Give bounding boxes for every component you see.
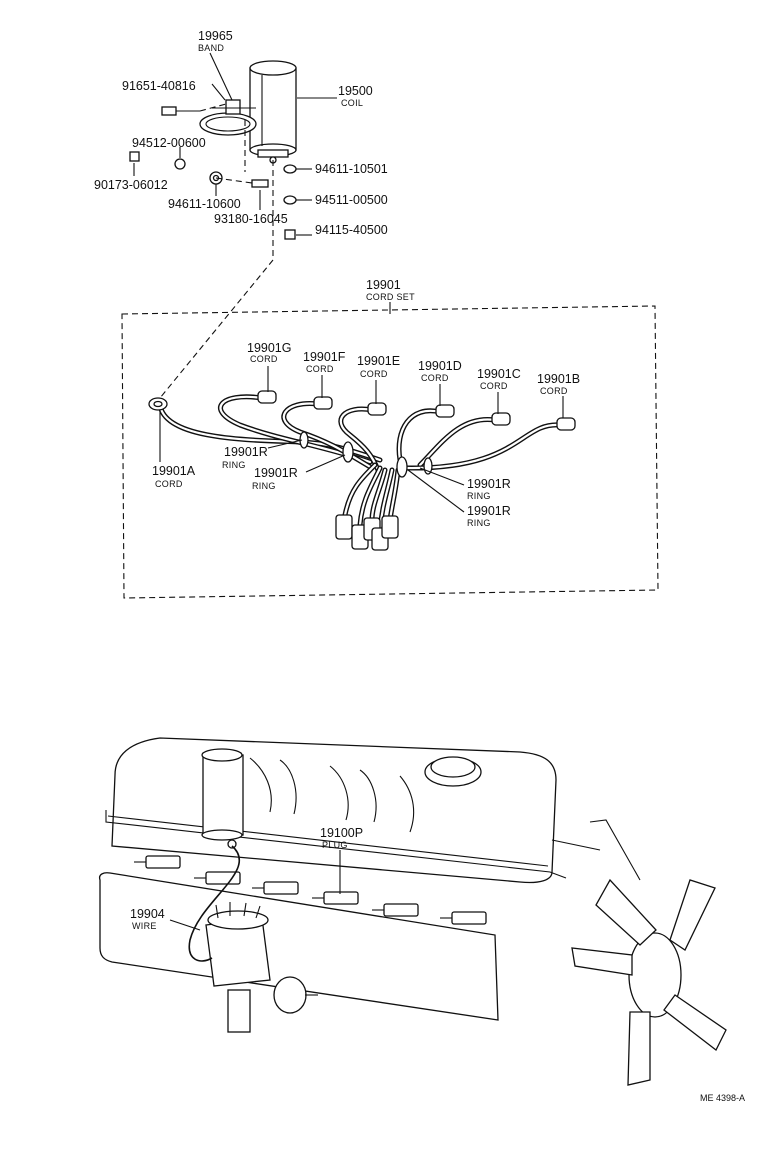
small-nut-1: [129, 151, 140, 162]
cord-e-part-number: 19901E: [357, 354, 400, 368]
nut-90173-part-number: 90173-06012: [94, 178, 168, 192]
washer-1: [283, 164, 297, 174]
cord-set-description: CORD SET: [366, 292, 415, 302]
ring-3-description: RING: [467, 491, 491, 501]
cord-e-description: CORD: [360, 369, 388, 379]
band-part-number: 19965: [198, 29, 233, 43]
washer-94611-10600-part-number: 94611-10600: [168, 197, 241, 211]
wire-part-number: 19904: [130, 907, 165, 921]
washer-2: [283, 195, 297, 205]
terminal-screw: [251, 179, 269, 188]
screw-part-number: 93180-16045: [214, 212, 288, 226]
ring-2-part-number: 19901R: [254, 466, 298, 480]
cord-f-part-number: 19901F: [303, 350, 346, 364]
cord-bundle: [148, 390, 576, 551]
coil-description: COIL: [341, 98, 363, 108]
cord-g-part-number: 19901G: [247, 341, 291, 355]
spark-plug-6: [440, 911, 487, 925]
plug-description: PLUG: [322, 840, 348, 850]
oil-filler-cap: [424, 756, 482, 787]
spark-plug-1: [134, 855, 181, 869]
cord-d-part-number: 19901D: [418, 359, 462, 373]
cord-a-description: CORD: [155, 479, 183, 489]
coil-part-number: 19500: [338, 84, 373, 98]
washer-94511-part-number: 94511-00500: [315, 193, 388, 207]
cord-a-part-number: 19901A: [152, 464, 196, 478]
cord-c-part-number: 19901C: [477, 367, 521, 381]
cooling-fan: [551, 819, 727, 1086]
plug-part-number: 19100P: [320, 826, 363, 840]
cord-f-description: CORD: [306, 364, 334, 374]
band-description: BAND: [198, 43, 224, 53]
ring-2-description: RING: [252, 481, 276, 491]
cord-c-description: CORD: [480, 381, 508, 391]
washer-94611-10501-part-number: 94611-10501: [315, 162, 388, 176]
ignition-coil: [249, 60, 297, 164]
figure-code: ME 4398-A: [700, 1093, 745, 1103]
cord-g-description: CORD: [250, 354, 278, 364]
wire-description: WIRE: [132, 921, 157, 931]
cord-b-description: CORD: [540, 386, 568, 396]
ring-4-part-number: 19901R: [467, 504, 511, 518]
ring-1-description: RING: [222, 460, 246, 470]
nut-94512-part-number: 94512-00600: [132, 136, 206, 150]
spark-plug-4: [312, 891, 359, 905]
small-nut-2: [174, 158, 186, 170]
ring-4-description: RING: [467, 518, 491, 528]
bolt-part-number: 91651-40816: [122, 79, 196, 93]
ring-1-part-number: 19901R: [224, 445, 268, 459]
cord-b-part-number: 19901B: [537, 372, 580, 386]
ring-3-part-number: 19901R: [467, 477, 511, 491]
band-bolt: [161, 106, 200, 116]
cord-set-part-number: 19901: [366, 278, 401, 292]
terminal-nut: [284, 229, 296, 240]
coil-mounted: [201, 748, 244, 849]
cord-set-boundary: [121, 305, 659, 599]
cord-d-description: CORD: [421, 373, 449, 383]
spark-plug-2: [194, 871, 241, 885]
spark-plug-5: [372, 903, 419, 917]
spark-plugs: [134, 855, 487, 925]
coil-band: [199, 99, 257, 136]
manifold: [98, 872, 499, 1021]
distributor: [205, 902, 318, 1033]
coil-wire: [188, 845, 240, 962]
spark-plug-3: [252, 881, 299, 895]
nut-94115-part-number: 94115-40500: [315, 223, 388, 237]
